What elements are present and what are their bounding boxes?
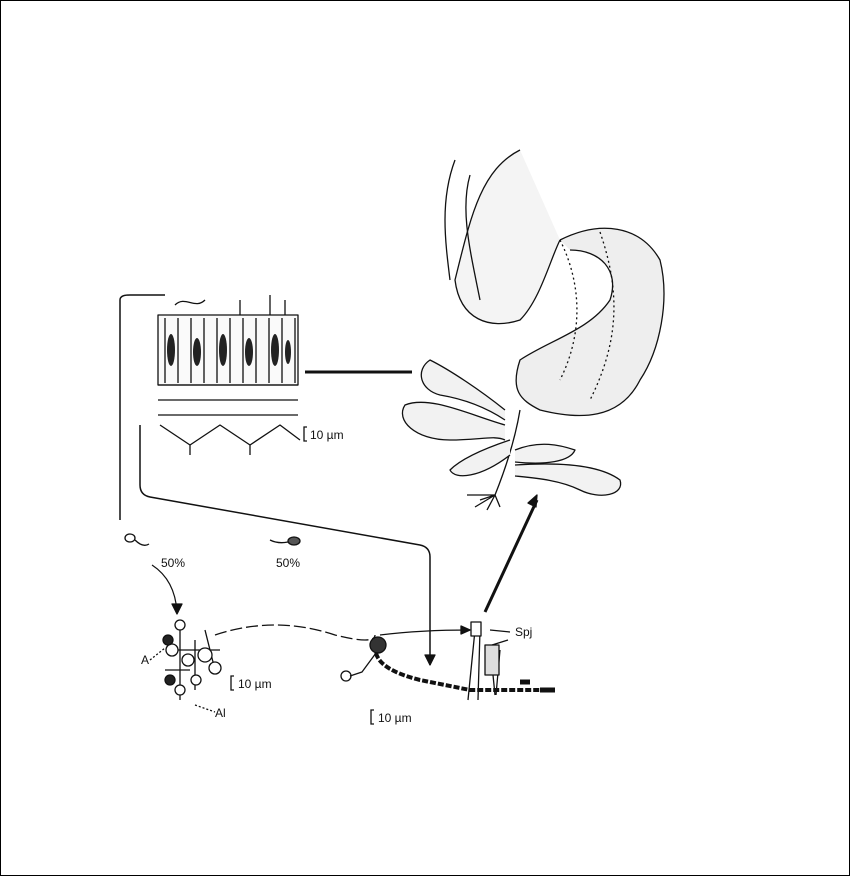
antheridium-label: A	[141, 653, 149, 667]
scale-bar-label: 10 µm	[310, 428, 344, 442]
percent-label: 50%	[161, 556, 185, 570]
al-label: Al	[215, 706, 226, 720]
adult-sporophyte-illustration	[401, 149, 665, 511]
male-gametophyte-illustration	[149, 619, 222, 713]
scale-bar-label: 10 µm	[238, 677, 272, 691]
scale-bar-label: 10 µm	[378, 711, 412, 725]
percent-label: 50%	[276, 556, 300, 570]
sorus-section-illustration	[157, 295, 301, 455]
female-gametophyte-illustration	[340, 621, 555, 701]
young-sporophyte-label: Spj	[515, 625, 532, 639]
